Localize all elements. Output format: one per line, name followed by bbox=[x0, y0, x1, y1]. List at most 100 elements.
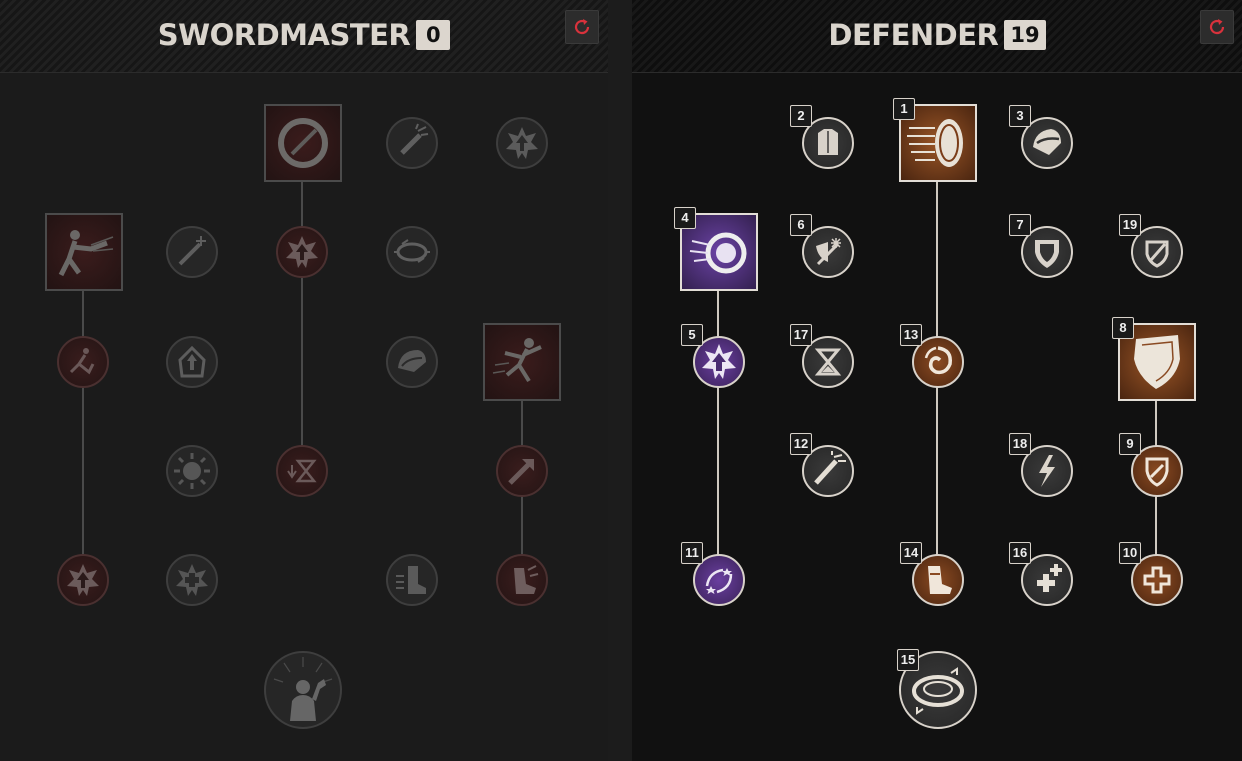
skill-node-hourglass-down[interactable] bbox=[276, 445, 328, 497]
fist-raise-icon bbox=[273, 657, 333, 721]
skill-node-boot-kick[interactable] bbox=[496, 554, 548, 606]
skill-node-boot[interactable]: 14 bbox=[900, 542, 964, 606]
reset-button[interactable] bbox=[565, 10, 599, 44]
skill-node-power-up[interactable]: 5 bbox=[681, 324, 745, 388]
skill-node-sword-swing[interactable]: 12 bbox=[790, 433, 854, 497]
connector-line bbox=[717, 290, 719, 580]
shield-bash-icon bbox=[907, 119, 963, 167]
rank-badge: 2 bbox=[790, 105, 812, 127]
blade-burst-icon bbox=[400, 123, 429, 155]
rank-badge: 9 bbox=[1119, 433, 1141, 455]
vortex-icon bbox=[924, 346, 952, 375]
leaping-strike-icon bbox=[492, 338, 542, 383]
skill-node-blade-burst[interactable] bbox=[386, 117, 438, 169]
skill-node-armor-up[interactable] bbox=[166, 336, 218, 388]
rank-badge: 8 bbox=[1112, 317, 1134, 339]
skill-node-double-plus[interactable]: 16 bbox=[1009, 542, 1073, 606]
skill-node-vortex[interactable]: 13 bbox=[900, 324, 964, 388]
connector-line bbox=[82, 290, 84, 580]
skill-node-sun-burst[interactable] bbox=[166, 445, 218, 497]
skill-node-chest-armor[interactable]: 2 bbox=[790, 105, 854, 169]
rank-badge: 14 bbox=[900, 542, 922, 564]
skill-node-stars-cycle[interactable]: 11 bbox=[681, 542, 745, 606]
shoulder-guard-icon bbox=[398, 350, 426, 372]
rank-badge: 4 bbox=[674, 207, 696, 229]
rank-badge: 5 bbox=[681, 324, 703, 346]
skill-node-shoulder-guard[interactable] bbox=[386, 336, 438, 388]
rank-badge: 7 bbox=[1009, 214, 1031, 236]
points-counter: 19 bbox=[1004, 20, 1046, 50]
helmet-icon bbox=[1033, 129, 1061, 155]
shield-frost-icon bbox=[816, 238, 841, 266]
skill-node-dash-kick[interactable] bbox=[57, 336, 109, 388]
skill-node-arrow-up-right[interactable] bbox=[496, 445, 548, 497]
skill-node-boot-speed[interactable] bbox=[386, 554, 438, 606]
skill-node-hourglass[interactable]: 17 bbox=[790, 324, 854, 388]
armor-up-icon bbox=[178, 345, 206, 378]
connector-line bbox=[301, 180, 303, 470]
kite-shield-icon bbox=[1035, 240, 1059, 268]
whirlwind-icon bbox=[394, 239, 430, 263]
skill-node-shield-check[interactable]: 9 bbox=[1119, 433, 1183, 497]
skill-node-health-plus[interactable]: 10 bbox=[1119, 542, 1183, 606]
lunge-strike-icon bbox=[58, 230, 114, 277]
skill-node-sword-plus[interactable] bbox=[166, 226, 218, 278]
skill-node-lightning[interactable]: 18 bbox=[1009, 433, 1073, 497]
rank-badge: 10 bbox=[1119, 542, 1141, 564]
power-up-icon bbox=[286, 236, 318, 268]
health-plus-icon bbox=[1143, 566, 1171, 594]
skill-node-power-up[interactable] bbox=[276, 226, 328, 278]
skill-node-health-badge[interactable] bbox=[166, 554, 218, 606]
skill-node-helmet[interactable]: 3 bbox=[1009, 105, 1073, 169]
skill-node-shield-throw[interactable]: 4 bbox=[674, 207, 758, 291]
points-counter: 0 bbox=[416, 20, 451, 50]
hourglass-icon bbox=[814, 348, 842, 376]
power-up-icon bbox=[67, 564, 99, 596]
power-up-icon bbox=[702, 344, 736, 379]
health-badge-icon bbox=[176, 564, 208, 596]
skill-node-whirlwind[interactable] bbox=[386, 226, 438, 278]
skill-node-fist-raise[interactable] bbox=[264, 651, 342, 729]
skill-node-sword-slash[interactable] bbox=[264, 104, 342, 182]
rank-badge: 16 bbox=[1009, 542, 1031, 564]
rank-badge: 1 bbox=[893, 98, 915, 120]
dash-kick-icon bbox=[69, 348, 95, 375]
lightning-icon bbox=[1039, 455, 1055, 487]
rank-badge: 17 bbox=[790, 324, 812, 346]
reset-button[interactable] bbox=[1200, 10, 1234, 44]
skill-node-power-up[interactable] bbox=[496, 117, 548, 169]
boot-kick-icon bbox=[514, 565, 539, 594]
skill-node-shield-frost[interactable]: 6 bbox=[790, 214, 854, 278]
sword-slash-icon bbox=[278, 118, 328, 168]
ground-ring-icon bbox=[912, 667, 964, 715]
rank-badge: 6 bbox=[790, 214, 812, 236]
arrow-up-right-icon bbox=[508, 459, 534, 485]
skill-node-shield-bash[interactable]: 1 bbox=[893, 98, 977, 182]
reset-icon bbox=[574, 19, 590, 35]
sun-burst-icon bbox=[174, 453, 210, 489]
skill-node-tower-shield[interactable]: 8 bbox=[1112, 317, 1196, 401]
rank-badge: 18 bbox=[1009, 433, 1031, 455]
skill-node-power-up[interactable] bbox=[57, 554, 109, 606]
rank-badge: 19 bbox=[1119, 214, 1141, 236]
double-plus-icon bbox=[1037, 564, 1062, 592]
shield-throw-icon bbox=[689, 232, 747, 274]
shield-check-icon bbox=[1145, 457, 1169, 487]
skill-node-shield-slash[interactable]: 19 bbox=[1119, 214, 1183, 278]
tree-name: DEFENDER bbox=[828, 18, 999, 52]
rank-badge: 12 bbox=[790, 433, 812, 455]
sword-plus-icon bbox=[178, 236, 206, 266]
boot-icon bbox=[928, 566, 952, 594]
tree-name: SWORDMASTER bbox=[157, 18, 411, 52]
skill-node-lunge-strike[interactable] bbox=[45, 213, 123, 291]
skill-node-kite-shield[interactable]: 7 bbox=[1009, 214, 1073, 278]
skill-node-leaping-strike[interactable] bbox=[483, 323, 561, 401]
chest-armor-icon bbox=[818, 129, 838, 155]
shield-slash-icon bbox=[1145, 240, 1169, 268]
skill-node-ground-ring[interactable]: 15 bbox=[897, 649, 977, 729]
